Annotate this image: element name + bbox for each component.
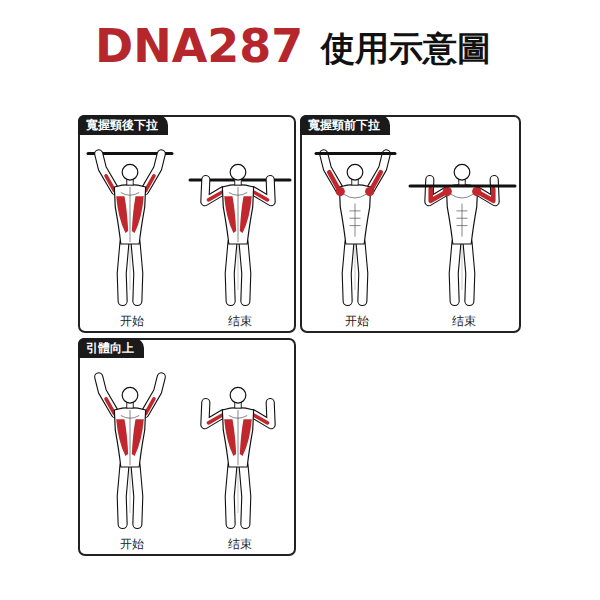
title: DNA287 xyxy=(95,18,303,74)
panel-tab: 寬握頸前下拉 xyxy=(300,115,390,135)
back-figure-end xyxy=(205,387,271,524)
pulldown-bar xyxy=(410,185,515,188)
pose-label: 结束 xyxy=(228,537,252,552)
pose-label: 开始 xyxy=(345,314,369,329)
subtitle: 使用示意圖 xyxy=(321,26,491,70)
pose-label: 开始 xyxy=(120,537,144,552)
exercise-panel: 寬握頸前下拉开始 结束 xyxy=(300,115,521,333)
panel-tab: 寬握頸後下拉 xyxy=(78,115,168,135)
back-figure-end xyxy=(205,164,271,301)
exercise-panel: 寬握頸後下拉开始 结束 xyxy=(78,115,296,333)
front-figure-start xyxy=(324,154,387,301)
pose-label: 开始 xyxy=(120,314,144,329)
back-figure-start xyxy=(99,377,162,524)
panel-tab: 引體向上 xyxy=(78,338,144,358)
pose-label: 结束 xyxy=(452,314,476,329)
pose-label: 结束 xyxy=(228,314,252,329)
pulldown-bar xyxy=(316,152,395,155)
exercise-panel: 引體向上开始 结束 xyxy=(78,338,296,556)
back-figure-start xyxy=(99,154,162,301)
